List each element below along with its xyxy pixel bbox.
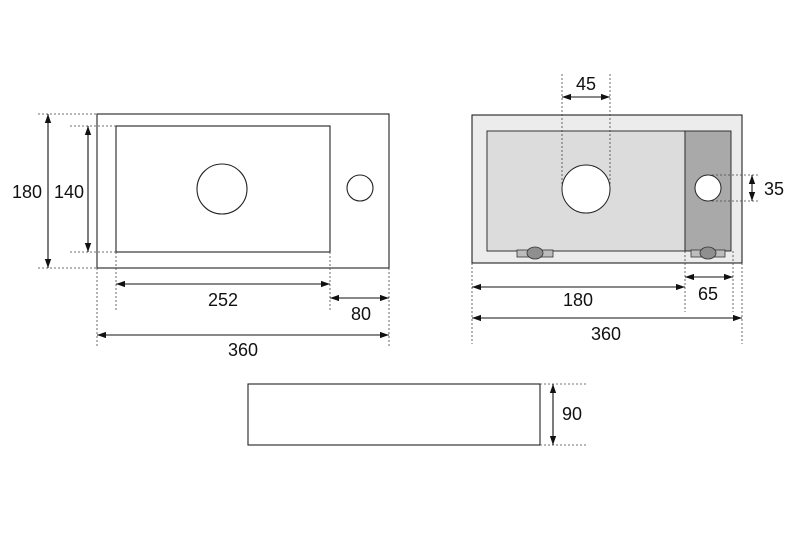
top-view-basin-outline bbox=[115, 125, 331, 253]
clamp-bracket bbox=[690, 246, 726, 260]
dim-label-total-length: 360 bbox=[591, 324, 621, 344]
dim-label-drain-diameter: 45 bbox=[576, 74, 596, 94]
front-view: 45 35 180 65 360 bbox=[471, 74, 784, 344]
front-view-drain-hole bbox=[561, 164, 611, 214]
dim-label-side-section: 65 bbox=[698, 284, 718, 304]
dim-label-side-width: 80 bbox=[351, 304, 371, 324]
side-view: 90 bbox=[247, 383, 588, 446]
dim-label-offset: 180 bbox=[563, 290, 593, 310]
front-view-tap-hole bbox=[694, 174, 722, 202]
top-view-outer-outline bbox=[96, 113, 390, 269]
top-view: 180 140 252 80 360 bbox=[12, 113, 390, 360]
top-view-tap-hole bbox=[346, 174, 374, 202]
side-view-outline bbox=[247, 383, 541, 446]
dim-label-height-outer: 180 bbox=[12, 182, 42, 202]
top-view-drain-hole bbox=[196, 163, 248, 215]
clamp-bracket bbox=[516, 246, 554, 260]
dim-label-tap-hole: 35 bbox=[764, 179, 784, 199]
dim-label-total-length: 360 bbox=[228, 340, 258, 360]
dim-label-depth: 90 bbox=[562, 404, 582, 424]
dim-label-height-basin: 140 bbox=[54, 182, 84, 202]
dim-label-basin-length: 252 bbox=[208, 290, 238, 310]
